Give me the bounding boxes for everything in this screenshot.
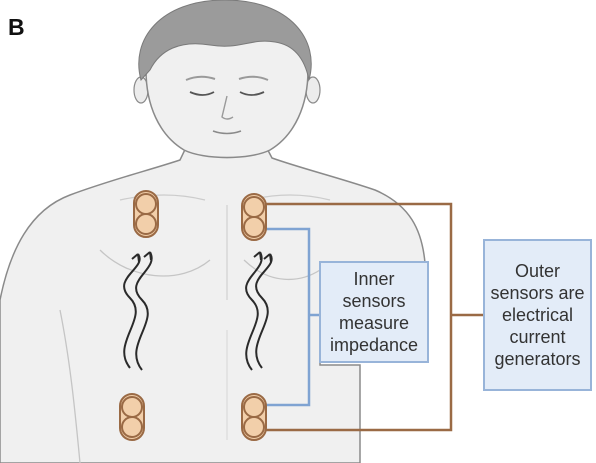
inner-sensors-label-box: Inner sensors measure impedance bbox=[319, 261, 429, 363]
outer-sensors-label: Outer sensors are electrical current gen… bbox=[490, 260, 584, 370]
panel-label: B bbox=[8, 14, 25, 41]
sensor-lower-right bbox=[242, 394, 266, 440]
sensor-upper-right bbox=[242, 194, 266, 240]
inner-sensors-label: Inner sensors measure impedance bbox=[330, 268, 418, 356]
sensor-upper-left bbox=[134, 191, 158, 237]
sensor-lower-left bbox=[120, 394, 144, 440]
outer-sensors-label-box: Outer sensors are electrical current gen… bbox=[483, 239, 592, 391]
